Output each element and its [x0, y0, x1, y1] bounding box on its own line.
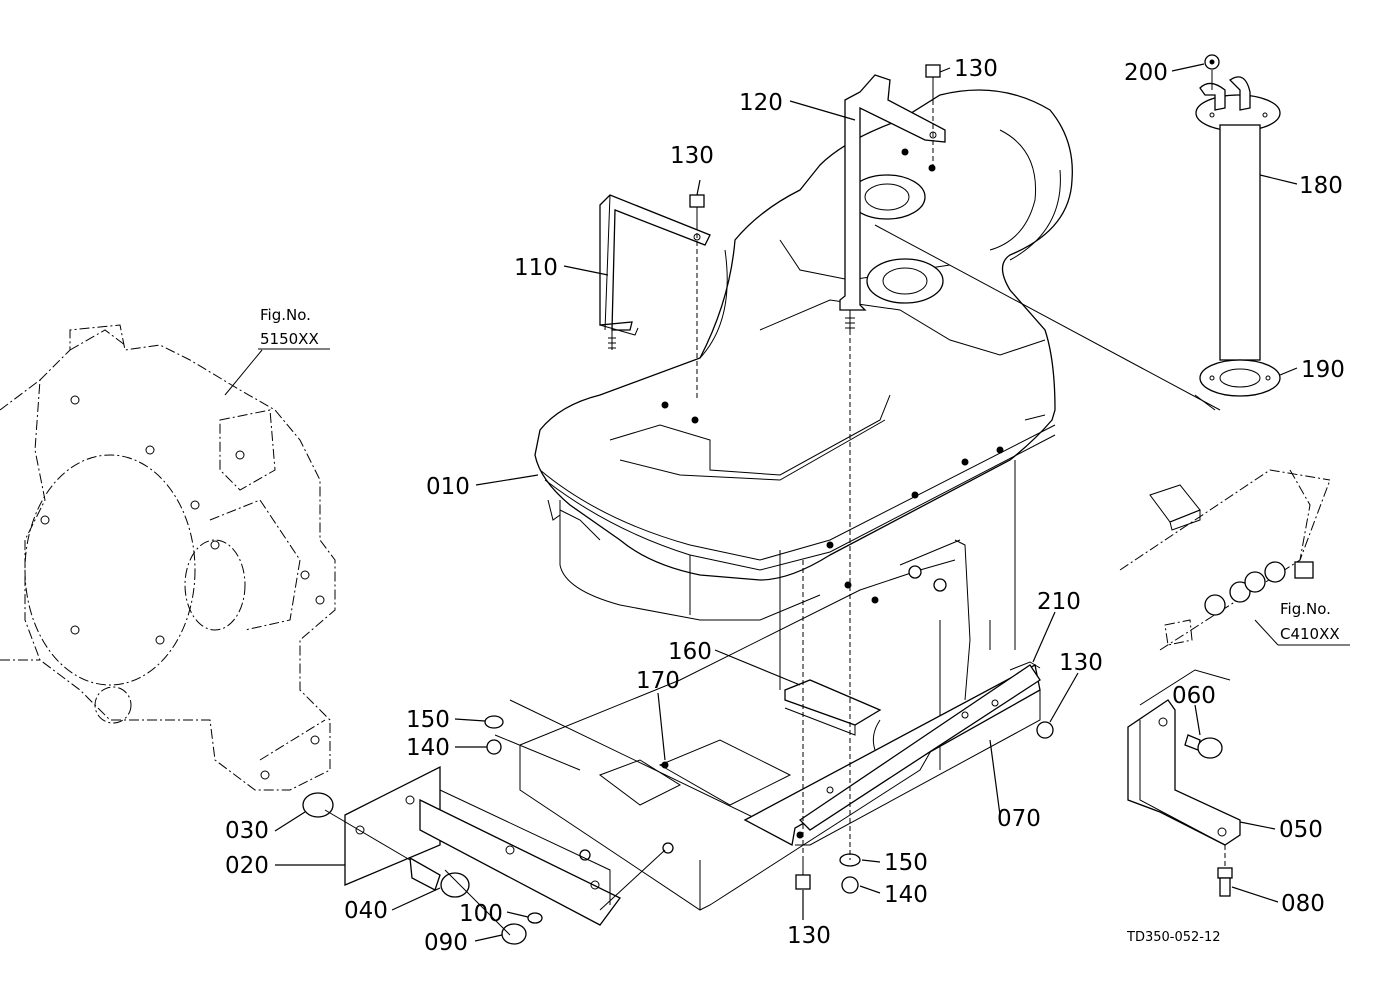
label-080: 080	[1281, 891, 1325, 917]
label-030: 030	[225, 818, 269, 844]
leader-lines	[274, 63, 1298, 942]
label-040: 040	[344, 898, 388, 924]
fuel-tank	[534, 89, 1073, 621]
flywheel-housing-reference: Fig.No. 5150XX	[0, 306, 336, 791]
bracket-050	[1127, 699, 1241, 870]
label-210: 210	[1037, 589, 1081, 615]
plate-210	[1009, 661, 1041, 671]
label-180: 180	[1299, 173, 1343, 199]
fasteners	[302, 64, 1233, 945]
assembly-lines	[324, 100, 1221, 936]
right-fig-number: C410XX	[1280, 625, 1340, 643]
label-150-right: 150	[884, 850, 928, 876]
left-fig-label: Fig.No.	[260, 306, 311, 324]
drawing-code: TD350-052-12	[1126, 930, 1221, 945]
label-130-top: 130	[670, 143, 714, 169]
label-190: 190	[1301, 357, 1345, 383]
bracket-110	[599, 194, 711, 350]
label-130-right: 130	[1059, 650, 1103, 676]
label-110: 110	[514, 255, 558, 281]
lower-frame	[509, 539, 971, 911]
bracket-020	[344, 765, 621, 926]
label-140-left: 140	[406, 735, 450, 761]
bracket-120	[839, 74, 946, 330]
label-120: 120	[739, 90, 783, 116]
label-090: 090	[424, 930, 468, 956]
left-fig-number: 5150XX	[260, 330, 319, 348]
label-200: 200	[1124, 60, 1168, 86]
fuel-sender-unit	[1194, 54, 1281, 411]
label-130-top-right: 130	[954, 56, 998, 82]
label-020: 020	[225, 853, 269, 879]
label-130-bottom: 130	[787, 923, 831, 949]
chassis-reference: Fig.No. C410XX	[1119, 469, 1350, 706]
label-070: 070	[997, 806, 1041, 832]
label-060: 060	[1172, 683, 1216, 709]
label-100: 100	[459, 901, 503, 927]
label-160: 160	[668, 639, 712, 665]
label-140-right: 140	[884, 882, 928, 908]
support-070	[743, 664, 1041, 846]
label-010: 010	[426, 474, 470, 500]
label-150-left: 150	[406, 707, 450, 733]
part-labels: 130 200 120 130 180 110 190 010 210 160 …	[225, 56, 1345, 956]
plate-160	[784, 679, 882, 736]
right-fig-label: Fig.No.	[1280, 600, 1331, 618]
label-050: 050	[1279, 817, 1323, 843]
label-170: 170	[636, 668, 680, 694]
